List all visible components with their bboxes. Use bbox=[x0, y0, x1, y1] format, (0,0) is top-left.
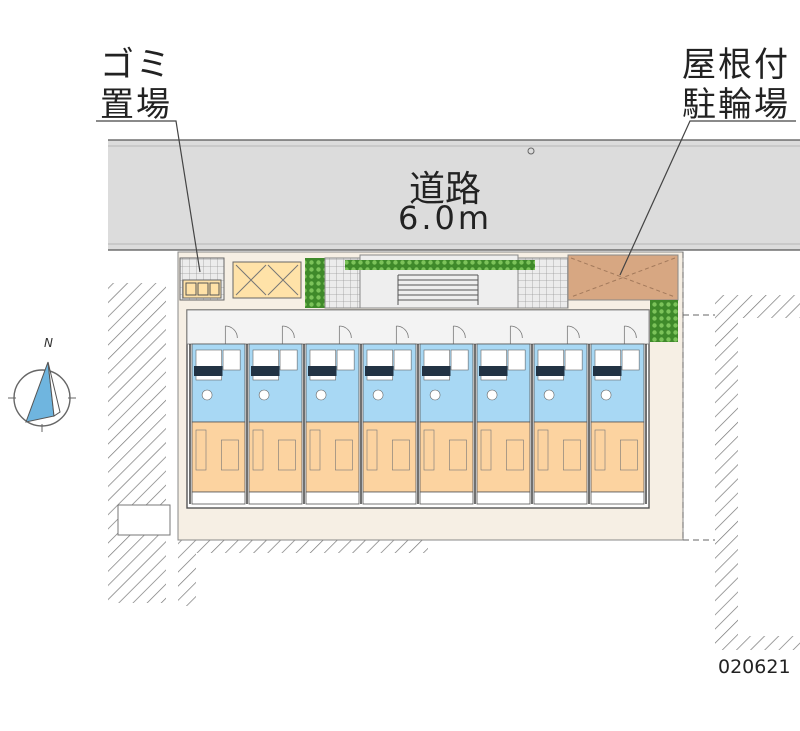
unit-row bbox=[189, 325, 647, 505]
apartment-unit bbox=[588, 325, 645, 505]
storage-boxes bbox=[232, 261, 302, 299]
property-code: 020621 bbox=[718, 656, 791, 678]
apartment-unit bbox=[474, 325, 531, 505]
road-name: 道路 bbox=[408, 169, 481, 210]
entrance bbox=[305, 254, 569, 309]
road-width: 6.0m bbox=[397, 199, 493, 237]
apartment-unit bbox=[189, 325, 246, 505]
boundary-hatching bbox=[108, 283, 800, 650]
north-indicator: N bbox=[44, 336, 53, 350]
covered-bike-parking bbox=[567, 254, 679, 342]
bike-parking-label-line2: 駐輪場 bbox=[682, 85, 790, 125]
garbage-label-line2: 置場 bbox=[100, 85, 172, 125]
apartment-unit bbox=[531, 325, 588, 505]
apartment-unit bbox=[417, 325, 474, 505]
leader-lines bbox=[96, 120, 796, 276]
apartment-unit bbox=[303, 325, 360, 505]
apartment-unit bbox=[360, 325, 417, 505]
apartment-building bbox=[186, 309, 650, 509]
road bbox=[108, 139, 800, 251]
apartment-unit bbox=[246, 325, 303, 505]
garbage-area bbox=[179, 257, 225, 301]
compass bbox=[8, 361, 76, 432]
bike-parking-label-line1: 屋根付 bbox=[682, 45, 790, 85]
garbage-label-line1: ゴミ bbox=[100, 45, 172, 85]
